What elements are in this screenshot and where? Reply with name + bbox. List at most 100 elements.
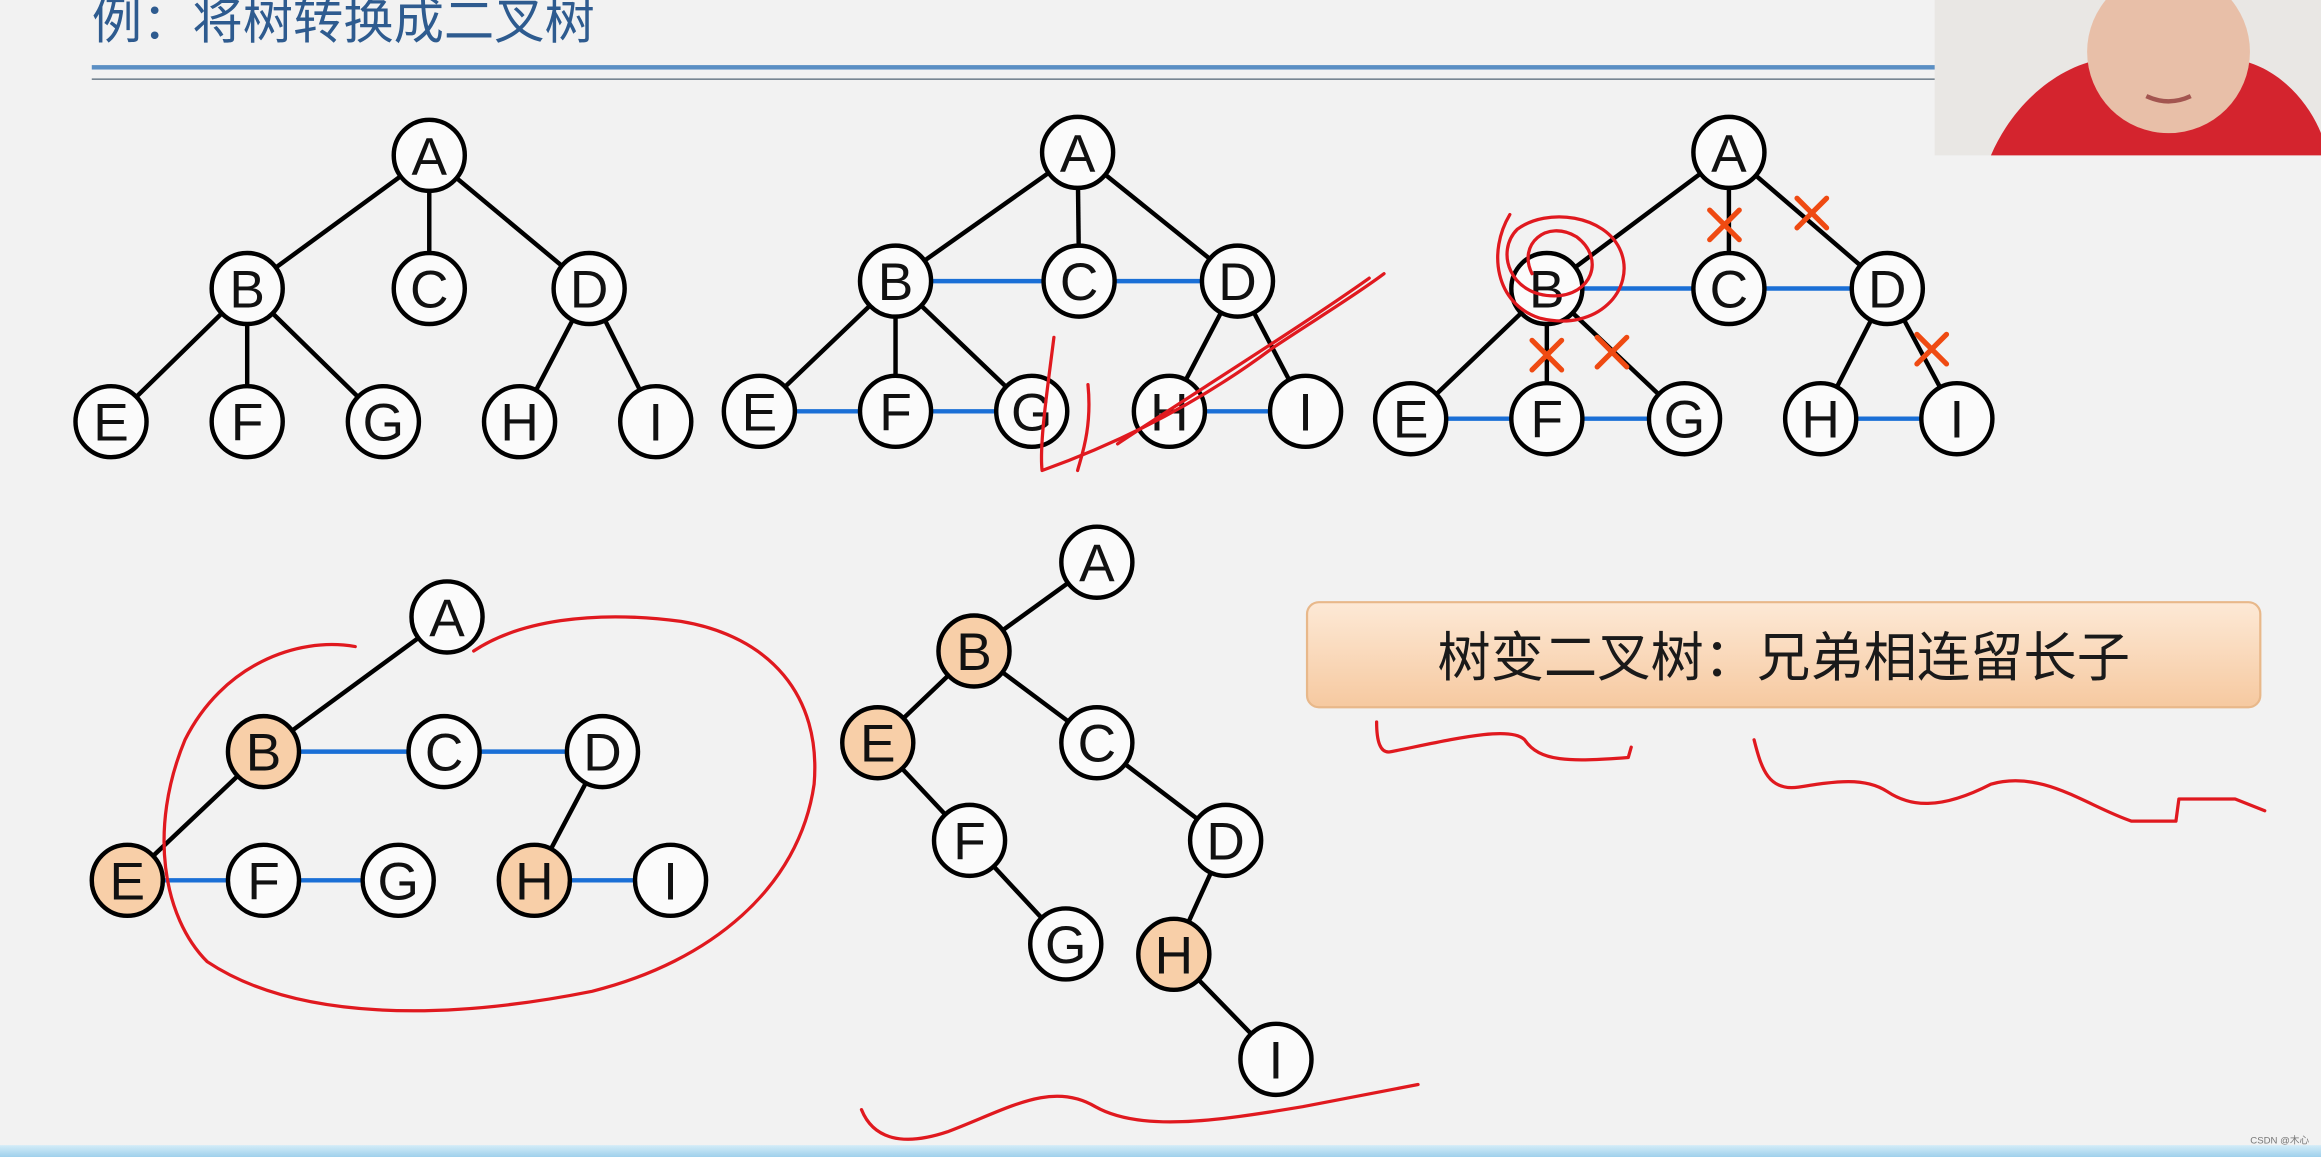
- tree4-node-H: H: [496, 842, 573, 919]
- tree2-node-I: I: [1267, 373, 1344, 450]
- tree5-node-I: I: [1238, 1021, 1314, 1098]
- svg-text:F: F: [247, 852, 280, 911]
- svg-text:H: H: [500, 394, 538, 453]
- tree3-node-D: D: [1849, 250, 1926, 327]
- tree5-node-E: E: [840, 705, 916, 781]
- svg-text:I: I: [648, 394, 663, 453]
- svg-text:G: G: [1664, 391, 1705, 450]
- rule-text: 树变二叉树：兄弟相连留长子: [1437, 629, 2130, 688]
- tree5-node-D: D: [1187, 802, 1264, 879]
- cross-mark-icon: [1794, 195, 1830, 231]
- svg-text:G: G: [377, 852, 418, 911]
- svg-text:I: I: [663, 852, 678, 911]
- svg-text:D: D: [1206, 812, 1244, 871]
- tree3-node-G: G: [1646, 380, 1723, 457]
- svg-text:D: D: [583, 724, 621, 783]
- rule-box: 树变二叉树：兄弟相连留长子: [1305, 601, 2262, 709]
- tree5-node-A: A: [1059, 524, 1135, 600]
- svg-text:A: A: [1060, 124, 1096, 183]
- tree2-node-E: E: [721, 373, 798, 450]
- svg-text:E: E: [110, 852, 146, 911]
- tree5-node-B: B: [936, 613, 1012, 689]
- svg-text:G: G: [1045, 916, 1086, 975]
- tree3-node-F: F: [1509, 380, 1585, 457]
- tree5-node-H: H: [1136, 916, 1212, 993]
- svg-text:C: C: [1710, 260, 1748, 319]
- cross-mark-icon: [1914, 331, 1950, 367]
- svg-text:B: B: [229, 260, 265, 319]
- svg-text:B: B: [246, 724, 282, 783]
- tree1-node-A: A: [391, 117, 468, 194]
- tree5-node-C: C: [1059, 705, 1135, 781]
- svg-text:F: F: [1531, 391, 1564, 450]
- svg-text:D: D: [570, 260, 608, 319]
- tree4-node-E: E: [89, 842, 166, 919]
- slide-title: 例：将树转换成二叉树: [92, 0, 595, 49]
- tree2-node-B: B: [857, 243, 934, 319]
- tree2-node-A: A: [1039, 114, 1116, 191]
- svg-text:A: A: [1711, 124, 1747, 183]
- tree3-node-A: A: [1691, 114, 1767, 191]
- svg-text:D: D: [1218, 253, 1256, 312]
- svg-text:B: B: [956, 623, 992, 682]
- svg-text:C: C: [425, 724, 463, 783]
- svg-text:E: E: [1393, 391, 1429, 450]
- svg-text:E: E: [93, 394, 129, 453]
- tree1-node-F: F: [209, 383, 285, 460]
- svg-text:F: F: [879, 383, 912, 442]
- svg-text:B: B: [878, 253, 914, 312]
- tree2-node-C: C: [1041, 243, 1117, 319]
- tree2-node-D: D: [1199, 243, 1276, 319]
- svg-text:E: E: [860, 715, 896, 774]
- tree4-node-I: I: [632, 842, 709, 919]
- tree1-node-G: G: [345, 383, 422, 460]
- tree3-node-E: E: [1372, 380, 1449, 457]
- svg-text:E: E: [742, 383, 778, 442]
- tree4-node-C: C: [406, 713, 482, 790]
- svg-text:B: B: [1529, 260, 1565, 319]
- tree1-node-D: D: [551, 250, 627, 327]
- tree2-node-F: F: [857, 373, 934, 450]
- svg-text:A: A: [429, 589, 465, 648]
- svg-text:F: F: [231, 394, 264, 453]
- edge-A-B: [1545, 150, 1731, 291]
- tree5-node-F: F: [931, 802, 1008, 879]
- tree1-node-C: C: [391, 250, 468, 327]
- tree1-node-I: I: [617, 383, 694, 460]
- tree3-node-H: H: [1782, 380, 1859, 457]
- svg-text:I: I: [1949, 391, 1964, 450]
- tree4-node-B: B: [225, 713, 302, 790]
- svg-text:D: D: [1868, 260, 1906, 319]
- tree4-node-D: D: [564, 713, 641, 790]
- tree2-node-G: G: [993, 373, 1070, 450]
- svg-text:I: I: [1298, 383, 1313, 442]
- svg-text:C: C: [1060, 253, 1098, 312]
- svg-text:I: I: [1269, 1031, 1284, 1090]
- tree5-node-G: G: [1028, 906, 1104, 982]
- tree4-node-G: G: [360, 842, 436, 919]
- cross-mark-icon: [1707, 207, 1742, 243]
- tree4-node-A: A: [409, 579, 485, 655]
- tree1-node-B: B: [209, 250, 285, 327]
- tree4-node-F: F: [225, 842, 302, 919]
- svg-text:A: A: [411, 127, 447, 186]
- svg-text:C: C: [410, 260, 448, 319]
- svg-text:H: H: [515, 852, 553, 911]
- presenter-webcam: [1934, 0, 2321, 156]
- tree3-node-B: B: [1509, 250, 1585, 327]
- tree1-node-E: E: [73, 383, 149, 460]
- title-rule: [91, 65, 1943, 70]
- cross-mark-icon: [1594, 334, 1630, 370]
- tree3-node-C: C: [1691, 250, 1767, 327]
- cross-mark-icon: [1529, 337, 1565, 373]
- svg-text:G: G: [363, 394, 404, 453]
- tree3-node-I: I: [1919, 380, 1995, 457]
- watermark: CSDN @木心: [2250, 1135, 2309, 1147]
- tree2-node-H: H: [1131, 373, 1208, 450]
- bottom-bar: [0, 1145, 2321, 1157]
- pen-annotations: [162, 212, 2267, 1141]
- svg-text:H: H: [1801, 391, 1839, 450]
- svg-text:C: C: [1078, 715, 1116, 774]
- tree1-node-H: H: [481, 383, 558, 460]
